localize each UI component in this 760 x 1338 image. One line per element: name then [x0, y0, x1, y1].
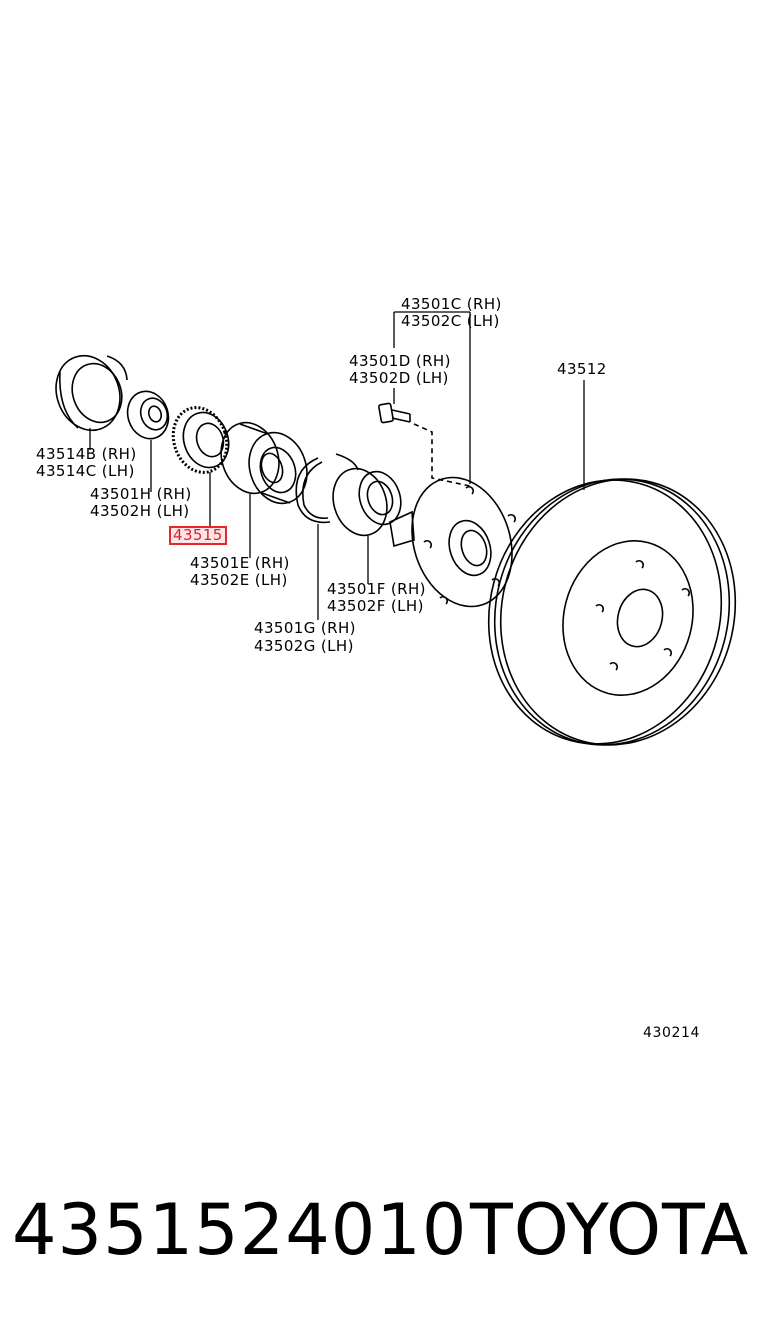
label-inner-bearing-rh: 43501F (RH) — [327, 580, 426, 598]
label-disc: 43512 — [557, 360, 607, 378]
disc-rotor — [487, 478, 737, 746]
label-cap-lh: 43514C (LH) — [36, 462, 135, 480]
axle-hub — [389, 476, 517, 608]
hub-bolt — [378, 402, 471, 487]
label-bearing-rh: 43501E (RH) — [190, 554, 290, 572]
label-bolt-lh: 43502D (LH) — [349, 369, 449, 387]
label-outer-bearing-lh: 43502H (LH) — [90, 502, 190, 520]
label-cap-rh: 43514B (RH) — [36, 445, 137, 463]
label-bearing-lh: 43502E (LH) — [190, 571, 288, 589]
label-bolt-rh: 43501D (RH) — [349, 352, 451, 370]
label-hub-rh: 43501C (RH) — [401, 295, 502, 313]
label-snap-ring-lh: 43502G (LH) — [254, 637, 354, 655]
leader-lines — [89, 311, 585, 620]
label-outer-bearing-rh: 43501H (RH) — [90, 485, 192, 503]
inner-bearing — [332, 467, 402, 537]
part-number: 4351524010 — [12, 1189, 468, 1271]
label-sensor-rotor-highlighted[interactable]: 43515 — [169, 526, 227, 545]
label-inner-bearing-lh: 43502F (LH) — [327, 597, 424, 615]
diagram-code: 430214 — [643, 1025, 701, 1041]
outer-bearing — [126, 390, 170, 440]
sensor-rotor — [171, 406, 230, 474]
grease-cap — [55, 354, 128, 432]
label-snap-ring-rh: 43501G (RH) — [254, 619, 356, 637]
brand-name: TOYOTA — [470, 1189, 750, 1271]
hub-bearing — [220, 421, 308, 505]
label-hub-lh: 43502C (LH) — [401, 312, 500, 330]
